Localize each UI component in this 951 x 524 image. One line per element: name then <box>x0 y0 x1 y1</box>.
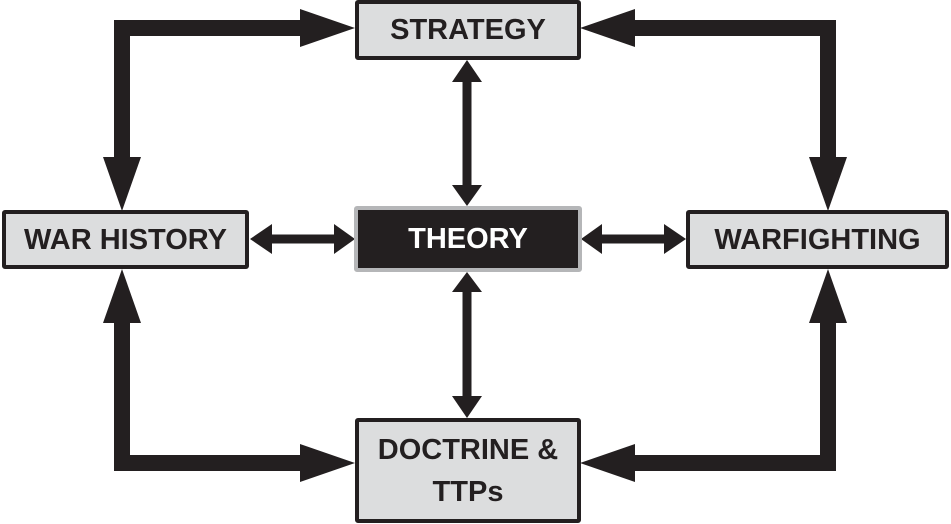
arrowhead-down-icon <box>809 157 847 211</box>
node-doctrine-label: DOCTRINE & <box>377 433 559 466</box>
arrowhead-down-icon <box>452 396 482 418</box>
arrowhead-up-icon <box>452 272 482 292</box>
arrowhead-down-icon <box>452 185 482 206</box>
node-war-history-label: WAR HISTORY <box>23 223 227 256</box>
connector-warhistory-doctrine <box>114 320 302 471</box>
node-war-history: WAR HISTORY <box>2 210 249 269</box>
arrowhead-left-icon <box>580 9 635 47</box>
node-ttps-label: TTPs <box>432 475 504 508</box>
arrowhead-up-icon <box>103 269 141 323</box>
node-theory: THEORY <box>354 206 582 272</box>
arrowhead-up-icon <box>809 269 847 323</box>
arrowhead-left-icon <box>250 224 272 254</box>
arrowhead-right-icon <box>664 224 686 254</box>
node-warfighting-label: WARFIGHTING <box>714 223 921 256</box>
node-theory-label: THEORY <box>408 223 528 255</box>
arrowhead-right-icon <box>300 444 355 482</box>
node-doctrine-ttps: DOCTRINE & TTPs <box>355 418 581 523</box>
connector-strategy-warfighting <box>633 20 836 160</box>
connector-warfighting-doctrine <box>633 320 836 471</box>
arrowhead-left-icon <box>581 224 602 254</box>
connector-strategy-warhistory <box>114 20 302 160</box>
arrowhead-right-icon <box>300 9 355 47</box>
arrowhead-up-icon <box>452 60 482 82</box>
arrowhead-left-icon <box>580 444 635 482</box>
node-strategy: STRATEGY <box>355 0 581 60</box>
arrowhead-down-icon <box>103 157 141 211</box>
node-warfighting: WARFIGHTING <box>686 210 949 269</box>
arrowhead-right-icon <box>334 224 355 254</box>
node-strategy-label: STRATEGY <box>390 14 546 46</box>
